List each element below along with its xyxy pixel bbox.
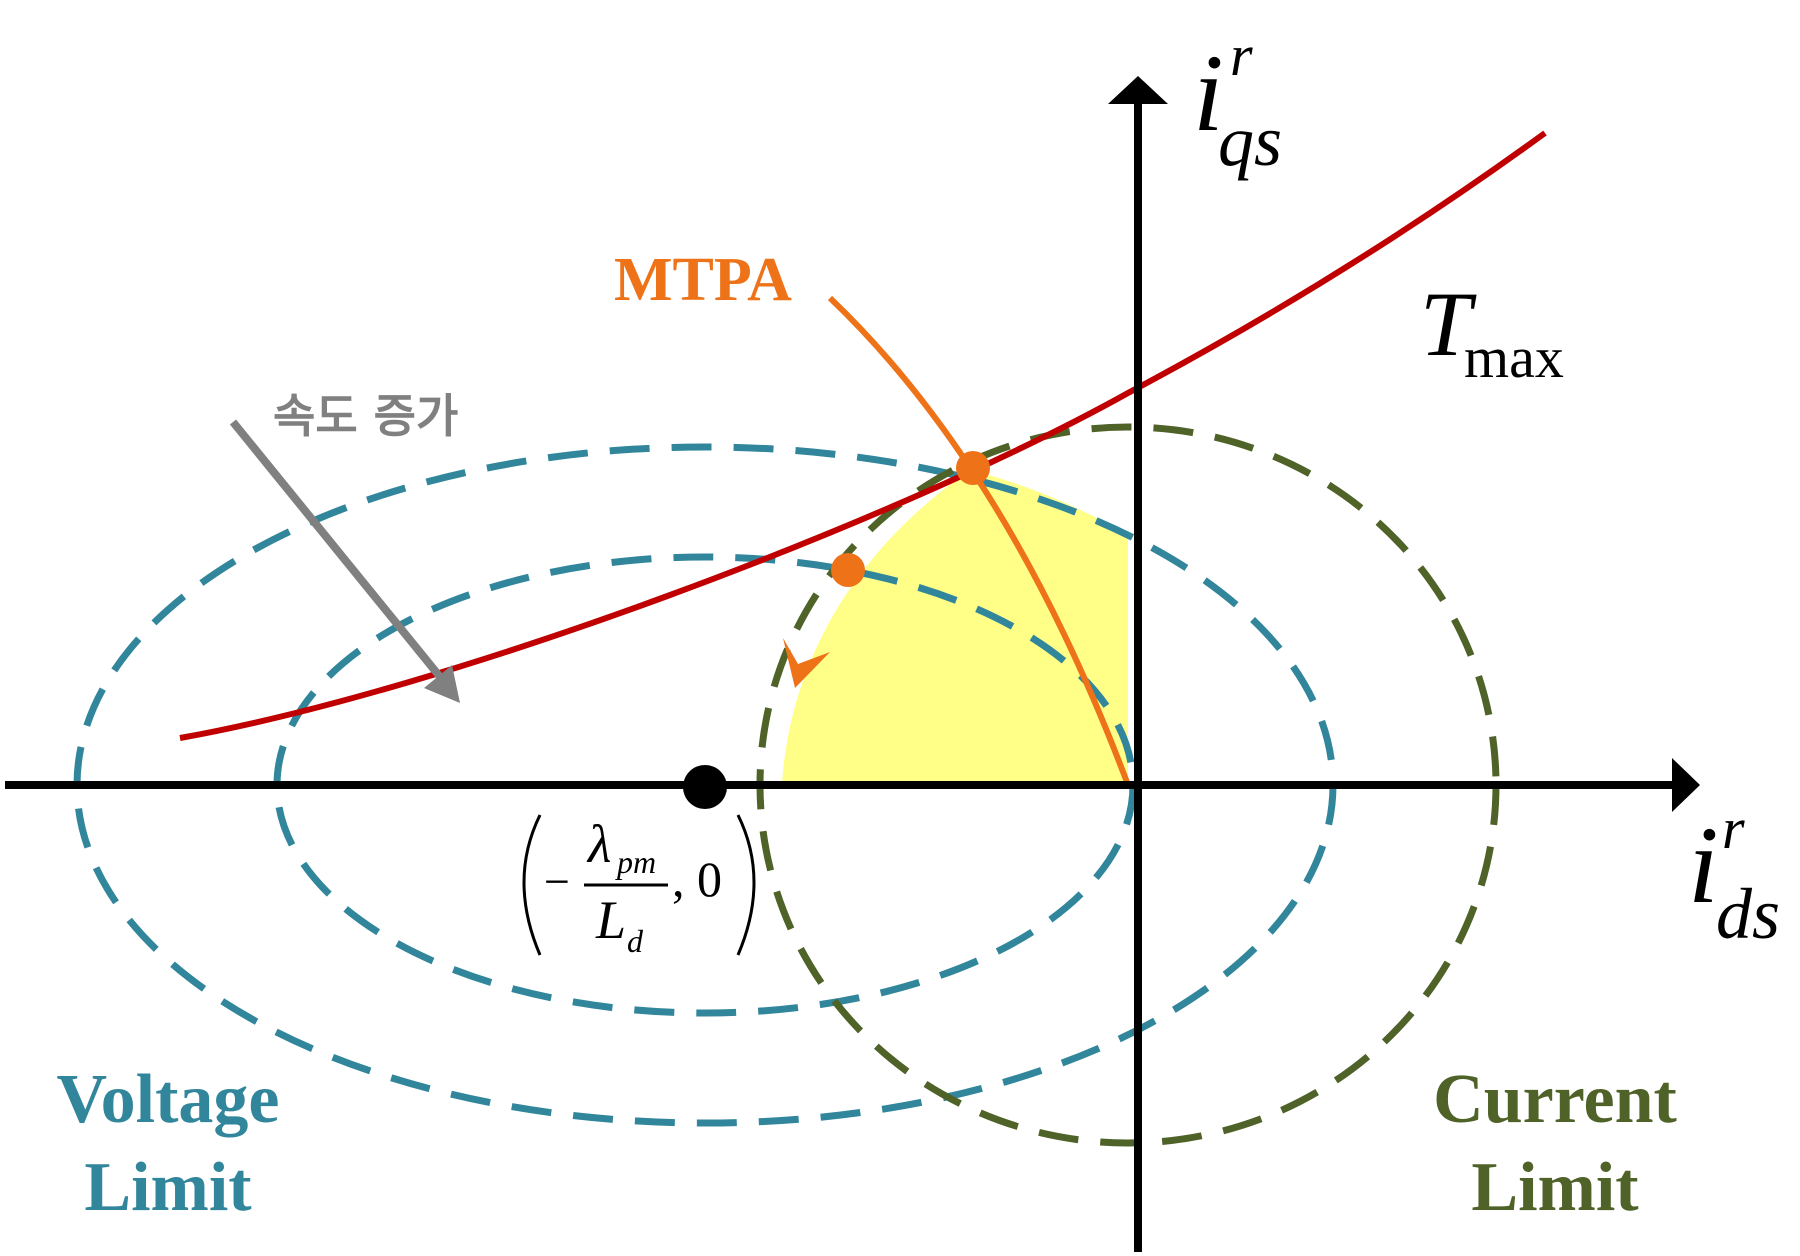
operating-point-low [831, 553, 865, 587]
speed-increase-arrow-shaft [229, 419, 449, 686]
center-L: L [595, 890, 626, 950]
trajectory-arrowhead [783, 638, 830, 688]
center-lambda-sub: pm [615, 844, 656, 880]
speed-increase-arrowhead [424, 665, 460, 703]
operating-region [782, 470, 1128, 785]
d-axis-arrowhead [1672, 758, 1700, 812]
voltage-limit-label-line1: Voltage [57, 1061, 280, 1138]
center-L-sub: d [627, 923, 644, 959]
q-axis-arrowhead [1108, 76, 1168, 104]
d-axis-label-main: i [1688, 804, 1719, 926]
d-axis-label-sub: ds [1716, 874, 1780, 954]
center-lambda: λ [586, 814, 611, 874]
tmax-label-sub: max [1464, 325, 1564, 390]
voltage-ellipse-center-point [683, 765, 727, 809]
tmax-label-main: T [1420, 273, 1477, 375]
voltage-limit-label-line2: Limit [84, 1149, 251, 1226]
operating-point-high [956, 451, 990, 485]
speed-increase-label: 속도 증가 [273, 389, 458, 443]
current-limit-label-line1: Current [1433, 1061, 1677, 1138]
left-paren [522, 814, 542, 956]
q-axis-label-main: i [1193, 32, 1224, 154]
current-limit-label-line2: Limit [1471, 1149, 1638, 1226]
center-minus: − [544, 856, 570, 907]
center-coordinate-label: − λ pm L d , 0 [522, 814, 756, 959]
q-axis-label-sub: qs [1218, 101, 1282, 181]
mtpa-curve [827, 295, 1131, 787]
mtpa-label: MTPA [614, 246, 792, 314]
d-axis-label-sup: r [1722, 796, 1745, 861]
q-axis-label-sup: r [1230, 23, 1253, 88]
right-paren [736, 814, 756, 956]
center-comma-zero: , 0 [672, 851, 722, 907]
q-axis-label: i [1193, 32, 1224, 154]
